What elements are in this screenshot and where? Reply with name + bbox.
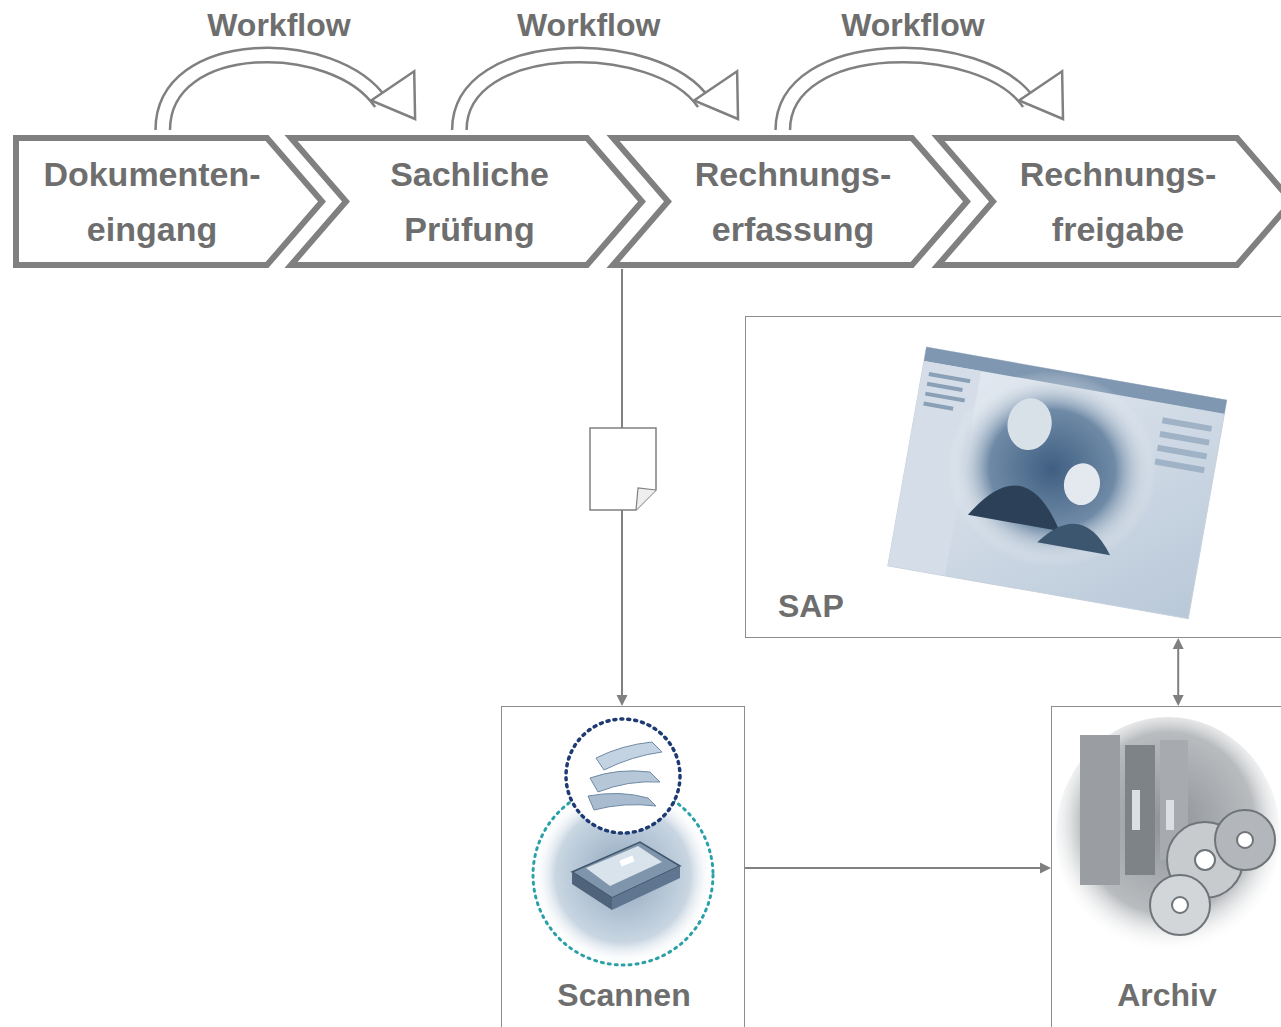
connector — [163, 55, 415, 130]
system-box: Scannen — [501, 706, 745, 1027]
arrow-head — [1173, 638, 1184, 649]
connector — [1173, 638, 1184, 706]
system-box: Archiv — [1051, 706, 1281, 1027]
scanner-picture — [533, 719, 713, 965]
workflow-arrow-outline — [163, 55, 381, 130]
chevron-shape — [613, 138, 967, 265]
workflow-label: Workflow — [837, 6, 988, 44]
workflow-arrow-fill — [459, 55, 704, 130]
process-chevron: Rechnungs- erfassung — [610, 135, 970, 268]
process-label: Rechnungs- freigabe — [987, 147, 1249, 257]
arrow-head — [371, 71, 415, 119]
chevron-text-area: Rechnungs- erfassung — [662, 135, 924, 268]
chevron-shape — [16, 138, 322, 265]
chevron-text-area: Rechnungs- freigabe — [987, 135, 1249, 268]
arrow-head — [694, 71, 738, 119]
workflow-arrow-outline — [783, 55, 1029, 130]
sap-screen-picture — [888, 347, 1227, 619]
system-box: SAP — [745, 316, 1281, 638]
chevron-text-area: Sachliche Prüfung — [340, 135, 599, 268]
process-chevron: Rechnungs- freigabe — [935, 135, 1281, 268]
system-label: Scannen — [557, 976, 690, 1014]
system-label: Archiv — [1117, 976, 1217, 1014]
workflow-arrow-fill — [783, 55, 1029, 130]
document-icon — [590, 428, 656, 510]
arrow-head — [1040, 863, 1051, 874]
archive-picture — [1056, 717, 1280, 953]
process-chevron: Dokumenten- eingang — [13, 135, 325, 268]
workflow-arrow-outline — [459, 55, 704, 130]
connector-line — [745, 867, 1041, 869]
connector — [745, 863, 1051, 874]
process-chevron: Sachliche Prüfung — [288, 135, 645, 268]
arrow-head — [1019, 71, 1063, 119]
system-label: SAP — [778, 587, 844, 625]
connector-line — [1177, 648, 1179, 696]
arrow-head — [1173, 695, 1184, 706]
process-label: Sachliche Prüfung — [340, 147, 599, 257]
process-label: Rechnungs- erfassung — [662, 147, 924, 257]
chevron-shape — [291, 138, 642, 265]
connector — [459, 55, 738, 130]
workflow-label: Workflow — [513, 6, 664, 44]
chevron-shape — [938, 138, 1281, 265]
connector — [783, 55, 1063, 130]
arrow-head — [617, 695, 628, 706]
process-label: Dokumenten- eingang — [25, 147, 279, 257]
workflow-arrow-fill — [163, 55, 381, 130]
workflow-label: Workflow — [203, 6, 354, 44]
chevron-text-area: Dokumenten- eingang — [25, 135, 279, 268]
